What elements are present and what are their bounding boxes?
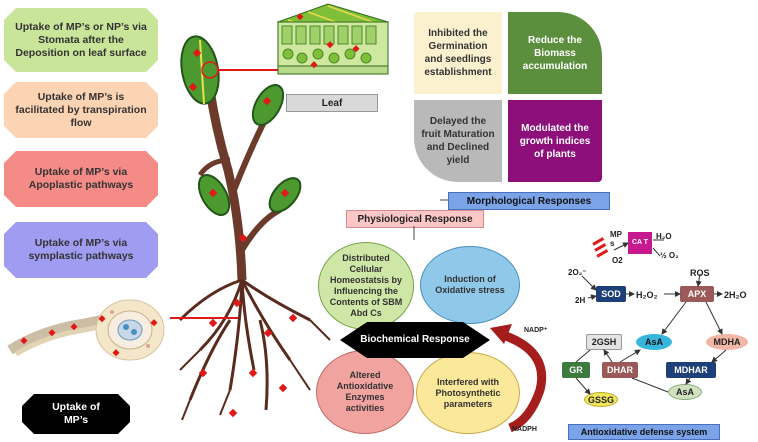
transpiration-uptake-label: Uptake of MP’s is facilitated by transpi… [15,90,147,129]
dhar-node: DHAR [602,362,638,378]
antioxidative-enzymes-label: Altered Antioxidative Enzymes activities [336,370,394,413]
cat-label: CA T [631,239,649,246]
apoplastic-uptake-box: Uptake of MP’s via Apoplastic pathways [4,151,158,207]
symplastic-uptake-box: Uptake of MP’s via symplastic pathways [4,222,158,278]
gssg-label: GSSG [587,394,614,405]
apoplastic-uptake-label: Uptake of MP’s via Apoplastic pathways [28,166,134,191]
o2-radical-label: 2O₂⁻ [568,268,587,277]
photosynthetic-circle: Interfered with Photosynthetic parameter… [416,352,520,434]
physiological-response-banner: Physiological Response [346,210,484,228]
oxidative-stress-circle: Induction of Oxidative stress [420,246,520,324]
two-gsh-label: 2GSH [591,337,617,347]
mps-particles-icon [592,237,609,258]
homeostasis-label: Distributed Cellular Homeostatsis by Inf… [329,253,403,318]
mdhar-node: MDHAR [666,362,716,378]
nadp-label: NADP⁺ [524,327,548,334]
dhar-label: DHAR [607,365,633,375]
mps-label: MP s [610,230,622,248]
o2-label: O2 [612,256,623,265]
asa-top-node: AsA [636,334,672,350]
morph-germination-label: Inhibited the Germination and seedlings … [424,28,492,78]
half-o2-label: ½ O₂ [660,251,679,260]
apx-label: APX [687,289,707,299]
apx-node: APX [680,286,714,302]
mdha-node: MDHA [706,334,748,350]
sod-node: SOD [596,286,626,302]
photosynthetic-label: Interfered with Photosynthetic parameter… [435,376,501,409]
asa-bottom-label: AsA [675,387,694,397]
morph-growth-quadrant: Modulated the growth indices of plants [508,100,602,182]
two-h-label: 2H [575,296,586,305]
morph-biomass-label: Reduce the Biomass accumulation [522,34,588,72]
leaf-label: Leaf [286,94,378,112]
morph-biomass-quadrant: Reduce the Biomass accumulation [508,12,602,94]
plant-illustration [178,35,331,421]
mdha-label: MDHA [713,337,741,347]
uptake-box: Uptake of MP’s [22,394,130,434]
ros-label: ROS [690,268,710,278]
morph-growth-label: Modulated the growth indices of plants [519,122,591,160]
cat-node: CA T [628,232,652,254]
morph-fruit-quadrant: Delayed the fruit Maturation and Decline… [414,100,502,182]
morph-germination-quadrant: Inhibited the Germination and seedlings … [414,12,502,94]
sod-label: SOD [601,289,621,299]
nadph-label: NADPH [512,426,537,433]
oxidative-stress-label: Induction of Oxidative stress [435,274,505,295]
h2o2-label: H₂O₂ [636,290,658,300]
nadp-cycle-arrow [490,324,547,433]
uptake-label: Uptake of MP’s [52,401,100,426]
root-cross-section-illustration [7,299,165,361]
gssg-node: GSSG [584,392,618,407]
antioxidative-enzymes-circle: Altered Antioxidative Enzymes activities [316,350,414,434]
stomata-uptake-box: Uptake of MP’s or NP’s via Stomata after… [4,8,158,72]
leaf-cross-section-illustration [276,3,390,75]
gr-label: GR [569,365,583,375]
h2o-label: H₂O [656,232,672,241]
stomata-uptake-label: Uptake of MP’s or NP’s via Stomata after… [15,20,147,59]
antioxidative-defense-system-banner: Antioxidative defense system [568,424,720,440]
biochemical-response-label: Biochemical Response [360,334,470,345]
gr-node: GR [562,362,590,378]
morphological-responses-banner: Morphological Responses [448,192,610,210]
mdhar-label: MDHAR [674,365,708,375]
transpiration-uptake-box: Uptake of MP’s is facilitated by transpi… [4,82,158,138]
morph-fruit-label: Delayed the fruit Maturation and Decline… [421,116,495,166]
biochemical-response-diamond: Biochemical Response [340,322,490,358]
asa-top-label: AsA [644,337,663,347]
symplastic-uptake-label: Uptake of MP’s via symplastic pathways [28,237,134,262]
asa-bottom-node: AsA [668,384,702,400]
two-h2o-label: 2H₂O [724,290,747,300]
